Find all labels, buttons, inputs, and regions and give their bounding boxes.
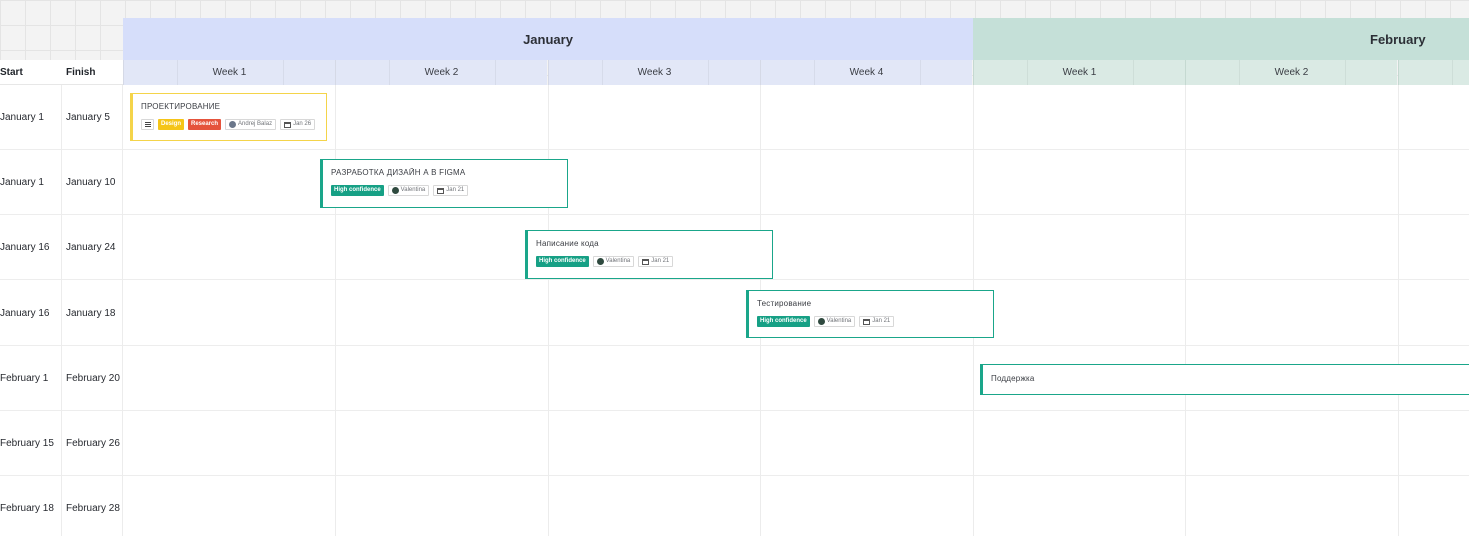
table-row[interactable]: February 15 February 26 xyxy=(0,411,1469,476)
task-title[interactable]: Написание кода xyxy=(536,239,599,248)
avatar-icon xyxy=(596,258,604,265)
due-date: Jan 26 xyxy=(293,121,312,127)
month-header-february: February xyxy=(973,18,1469,60)
week-header: Week 3 xyxy=(548,60,760,85)
avatar-icon xyxy=(229,121,237,128)
due-date: Jan 21 xyxy=(651,258,670,264)
week-divider xyxy=(1398,85,1399,536)
due-date: Jan 21 xyxy=(872,318,891,324)
due-date-chip[interactable]: Jan 21 xyxy=(638,256,674,267)
start-date-cell[interactable]: February 18 xyxy=(0,503,54,514)
table-header: Start Finish xyxy=(0,60,123,85)
tag-chip[interactable]: Design xyxy=(158,119,185,130)
table-row[interactable]: January 1 January 5 xyxy=(0,85,1469,150)
finish-date-cell[interactable]: February 20 xyxy=(66,373,120,384)
assignee-name: Valentina xyxy=(605,258,631,264)
description-icon[interactable] xyxy=(141,119,154,130)
task-title[interactable]: Поддержка xyxy=(991,374,1035,383)
assignee-name: Valentina xyxy=(400,187,426,193)
week-header: Week 1 xyxy=(973,60,1185,85)
assignee-name: Andrej Balaz xyxy=(238,121,273,127)
task-card[interactable]: Поддержка xyxy=(980,364,1469,395)
week-header-row: Week 1 Week 2 Week 3 Week 4 Week 1 Week … xyxy=(123,60,1469,85)
start-date-cell[interactable]: February 15 xyxy=(0,438,54,449)
calendar-icon xyxy=(642,258,650,265)
confidence-tag[interactable]: High confidence xyxy=(331,185,384,196)
assignee-chip[interactable]: Valentina xyxy=(592,256,635,267)
task-card[interactable]: ПРОЕКТИРОВАНИЕ Design Research Andrej Ba… xyxy=(130,93,327,141)
column-divider xyxy=(122,85,123,536)
column-header-finish: Finish xyxy=(66,67,96,78)
due-date-chip[interactable]: Jan 26 xyxy=(280,119,316,130)
table-row[interactable]: January 16 January 18 xyxy=(0,281,1469,346)
finish-date-cell[interactable]: January 24 xyxy=(66,242,116,253)
finish-date-cell[interactable]: January 5 xyxy=(66,112,110,123)
finish-date-cell[interactable]: January 18 xyxy=(66,308,116,319)
column-header-start: Start xyxy=(0,67,23,78)
due-date-chip[interactable]: Jan 21 xyxy=(859,316,895,327)
gantt-grid: January 1 January 5 January 1 January 10… xyxy=(0,85,1469,536)
task-card[interactable]: РАЗРАБОТКА ДИЗАЙН А В FIGMA High confide… xyxy=(320,159,568,208)
week-header: Week 4 xyxy=(760,60,972,85)
month-header-january: January xyxy=(123,18,973,60)
month-label: January xyxy=(523,31,573,47)
week-header: Week 2 xyxy=(335,60,547,85)
calendar-icon xyxy=(863,318,871,325)
week-header xyxy=(1398,60,1469,85)
task-title[interactable]: РАЗРАБОТКА ДИЗАЙН А В FIGMA xyxy=(331,168,466,177)
task-card[interactable]: Тестирование High confidence Valentina J… xyxy=(746,290,994,338)
calendar-icon xyxy=(284,121,292,128)
finish-date-cell[interactable]: January 10 xyxy=(66,177,116,188)
avatar-icon xyxy=(391,187,399,194)
assignee-chip[interactable]: Valentina xyxy=(813,316,856,327)
table-row[interactable]: January 16 January 24 xyxy=(0,215,1469,280)
week-header: Week 1 xyxy=(123,60,335,85)
week-divider xyxy=(1185,85,1186,536)
start-date-cell[interactable]: January 1 xyxy=(0,112,44,123)
assignee-chip[interactable]: Andrej Balaz xyxy=(225,119,277,130)
column-divider xyxy=(61,85,62,536)
calendar-icon xyxy=(437,187,445,194)
assignee-name: Valentina xyxy=(826,318,852,324)
due-date: Jan 21 xyxy=(446,187,465,193)
week-header: Week 2 xyxy=(1185,60,1397,85)
task-title[interactable]: ПРОЕКТИРОВАНИЕ xyxy=(141,102,221,111)
task-card[interactable]: Написание кода High confidence Valentina… xyxy=(525,230,773,279)
avatar-icon xyxy=(817,318,825,325)
confidence-tag[interactable]: High confidence xyxy=(536,256,589,267)
confidence-tag[interactable]: High confidence xyxy=(757,316,810,327)
start-date-cell[interactable]: February 1 xyxy=(0,373,49,384)
table-row[interactable]: February 1 February 20 xyxy=(0,346,1469,411)
week-divider xyxy=(335,85,336,536)
due-date-chip[interactable]: Jan 21 xyxy=(433,185,469,196)
table-row[interactable]: January 1 January 10 xyxy=(0,150,1469,215)
month-label: February xyxy=(1370,31,1426,47)
tag-chip[interactable]: Research xyxy=(188,119,222,130)
finish-date-cell[interactable]: February 28 xyxy=(66,503,120,514)
week-divider xyxy=(548,85,549,536)
start-date-cell[interactable]: January 1 xyxy=(0,177,44,188)
assignee-chip[interactable]: Valentina xyxy=(387,185,430,196)
table-row[interactable]: February 18 February 28 xyxy=(0,476,1469,536)
start-date-cell[interactable]: January 16 xyxy=(0,242,50,253)
start-date-cell[interactable]: January 16 xyxy=(0,308,50,319)
task-title[interactable]: Тестирование xyxy=(757,299,812,308)
finish-date-cell[interactable]: February 26 xyxy=(66,438,120,449)
